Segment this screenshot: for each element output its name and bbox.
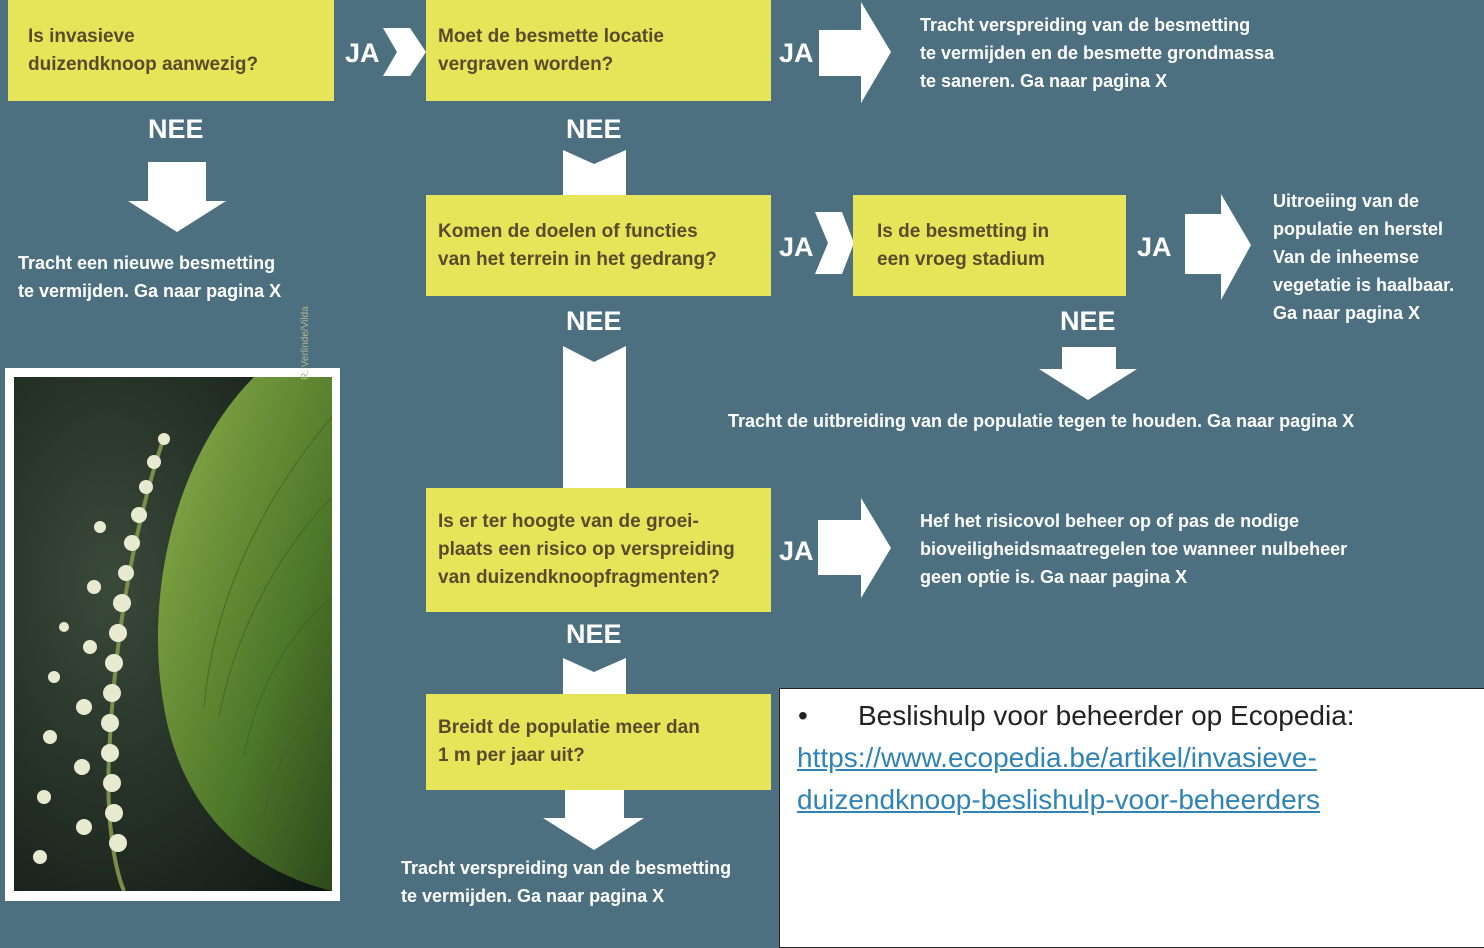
question-box-invasive-present: Is invasieve duizendknoop aanwezig? [8, 0, 334, 101]
question-box-early-stage: Is de besmetting in een vroeg stadium [853, 195, 1126, 296]
label-nee: NEE [1060, 306, 1116, 336]
label-ja: JA [779, 536, 814, 566]
knotweed-photo [5, 368, 340, 901]
arrow-nee-q1-outcome [128, 162, 226, 232]
arrow-ja-q4-outcome [1185, 194, 1251, 300]
question-box-growth-rate: Breidt de populatie meer dan 1 m per jaa… [426, 694, 771, 790]
label-ja: JA [1137, 232, 1172, 262]
arrow-ja-q2-outcome [819, 2, 891, 103]
label-nee: NEE [566, 619, 622, 649]
note-line: • Beslishulp voor beheerder op Ecopedia: [798, 695, 1484, 737]
outcome-text-eradication: Uitroeiing van de populatie en herstel V… [1273, 191, 1455, 323]
outcome-text-prevent-spread: Tracht verspreiding van de besmetting te… [401, 858, 732, 906]
label-nee: NEE [566, 114, 622, 144]
arrow-ja-q1-q2 [383, 28, 426, 76]
question-box-excavation: Moet de besmette locatie vergraven worde… [426, 0, 771, 101]
arrow-nee-q2-q3 [563, 150, 626, 196]
label-nee: NEE [566, 306, 622, 336]
ecopedia-link[interactable]: https://www.ecopedia.be/artikel/invasiev… [797, 742, 1320, 815]
arrow-ja-q3-q4 [815, 212, 854, 274]
label-ja: JA [345, 38, 380, 68]
outcome-text-excavation: Tracht verspreiding van de besmetting te… [920, 15, 1275, 91]
label-ja: JA [779, 38, 814, 68]
bullet-icon: • [798, 700, 808, 731]
question-box-goals-functions: Komen de doelen of functies van het terr… [426, 195, 771, 296]
arrow-q6-outcome [543, 790, 644, 850]
note-text: Beslishulp voor beheerder op Ecopedia: [858, 700, 1355, 731]
question-box-spread-risk: Is er ter hoogte van de groei- plaats ee… [426, 488, 771, 612]
arrow-nee-q3-q5 [563, 346, 626, 488]
arrow-nee-q4-outcome [1039, 347, 1137, 400]
photo-credit: R. Verlinde/Vilda [300, 306, 311, 380]
outcome-text-biosecurity: Hef het risicovol beheer op of pas de no… [920, 511, 1348, 587]
note-box: •Beslishulp voor beheerder op Ecopedia: … [779, 688, 1484, 948]
arrow-nee-q5-q6 [563, 658, 626, 694]
outcome-text-new-infection: Tracht een nieuwe besmetting te vermijde… [18, 253, 282, 301]
label-ja: JA [779, 232, 814, 262]
label-nee: NEE [148, 114, 204, 144]
outcome-text-contain-expansion: Tracht de uitbreiding van de populatie t… [728, 411, 1355, 431]
arrow-ja-q5-outcome [818, 498, 891, 598]
